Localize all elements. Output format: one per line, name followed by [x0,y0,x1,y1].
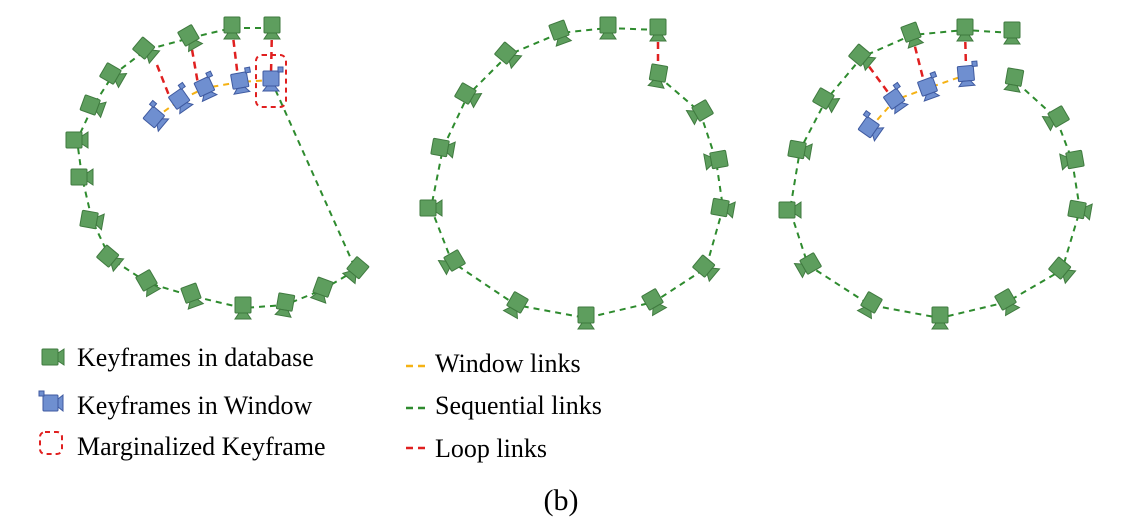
keyframe-db-icon [649,18,667,42]
keyframe-db-icon [1067,199,1093,221]
keyframe-db-icon [79,209,105,231]
keyframe-db-icon [685,99,715,125]
legend-window-label: Keyframes in Window [77,391,313,420]
keyframe-window-icon [915,71,944,102]
panel-2 [419,16,736,330]
keyframe-db-icon [641,287,667,317]
keyframe-db-icon [430,137,456,159]
keyframe-db-icon [710,197,736,219]
keyframe-db-icon [691,254,721,282]
keyframe-db-icon [234,296,252,320]
legend-db-label: Keyframes in database [77,343,314,372]
keyframe-db-icon [703,149,729,171]
keyframe-db-icon [548,19,572,47]
sequential-links-outer [788,28,1082,320]
sequential-links-outer [75,27,357,310]
loop-link [155,64,172,99]
loop-link [910,34,926,83]
graph-panels [65,16,1093,330]
legend-db-icon [41,348,65,366]
keyframe-db-icon [98,62,128,88]
keyframe-db-icon [1047,256,1077,284]
keyframe-db-icon [857,290,883,320]
figure-caption: (b) [544,484,579,517]
keyframe-db-icon [342,255,370,285]
keyframe-db-icon [437,249,467,275]
keyframe-window-icon [262,66,284,92]
legend: Keyframes in database Keyframes in Windo… [38,343,602,463]
legend-window-icon [38,390,64,412]
keyframe-db-icon [223,16,241,40]
loop-link [269,27,274,75]
keyframe-db-icon [1059,149,1085,171]
keyframe-db-icon [1041,105,1071,131]
keyframe-window-icon [956,60,980,88]
legend-marginalized-label: Marginalized Keyframe [77,432,326,461]
keyframe-db-icon [811,87,841,113]
keyframe-db-icon [778,201,802,219]
legend-sequential-links-label: Sequential links [435,391,602,420]
keyframe-db-icon [135,268,161,298]
window-links-chain [869,74,967,129]
keyframe-db-icon [79,94,107,118]
keyframe-db-icon [310,276,334,304]
keyframe-window-icon [139,99,172,132]
legend-window-links-label: Window links [435,349,581,378]
panel-3 [778,18,1093,330]
keyframe-db-icon [793,252,823,278]
sequential-links-ring [429,26,725,320]
keyframe-db-icon [70,168,94,186]
keyframe-db-icon [263,16,281,40]
keyframe-db-icon [419,199,443,217]
keyframe-db-icon [931,306,949,330]
legend-marginalized-icon [39,431,63,455]
keyframe-db-icon [647,63,669,89]
keyframe-db-icon [599,16,617,40]
loop-link [188,37,200,85]
keyframe-db-icon [131,36,161,64]
legend-loop-links-label: Loop links [435,434,547,463]
keyframe-db-icon [577,306,595,330]
keyframe-db-icon [180,282,204,310]
keyframe-db-icon [1003,67,1025,93]
keyframe-db-icon [900,21,924,49]
panel-1 [65,16,370,320]
loop-link [230,27,240,79]
keyframe-db-icon [956,18,974,42]
keyframe-db-icon [503,290,529,320]
marginalized-keyframe-box [255,54,287,108]
keyframe-db-icon [994,287,1020,317]
keyframe-db-icon [787,139,813,161]
loop-link [860,56,892,96]
keyframe-window-icon [165,81,197,115]
keyframe-db-icon [274,292,296,318]
keyframe-db-icon [95,244,125,272]
keyframe-db-icon [65,131,89,149]
keyframe-db-icon [1003,21,1021,45]
keyframe-db-icon [177,23,203,53]
keyframe-db-icon [847,43,877,71]
sequential-link-return [270,79,357,271]
